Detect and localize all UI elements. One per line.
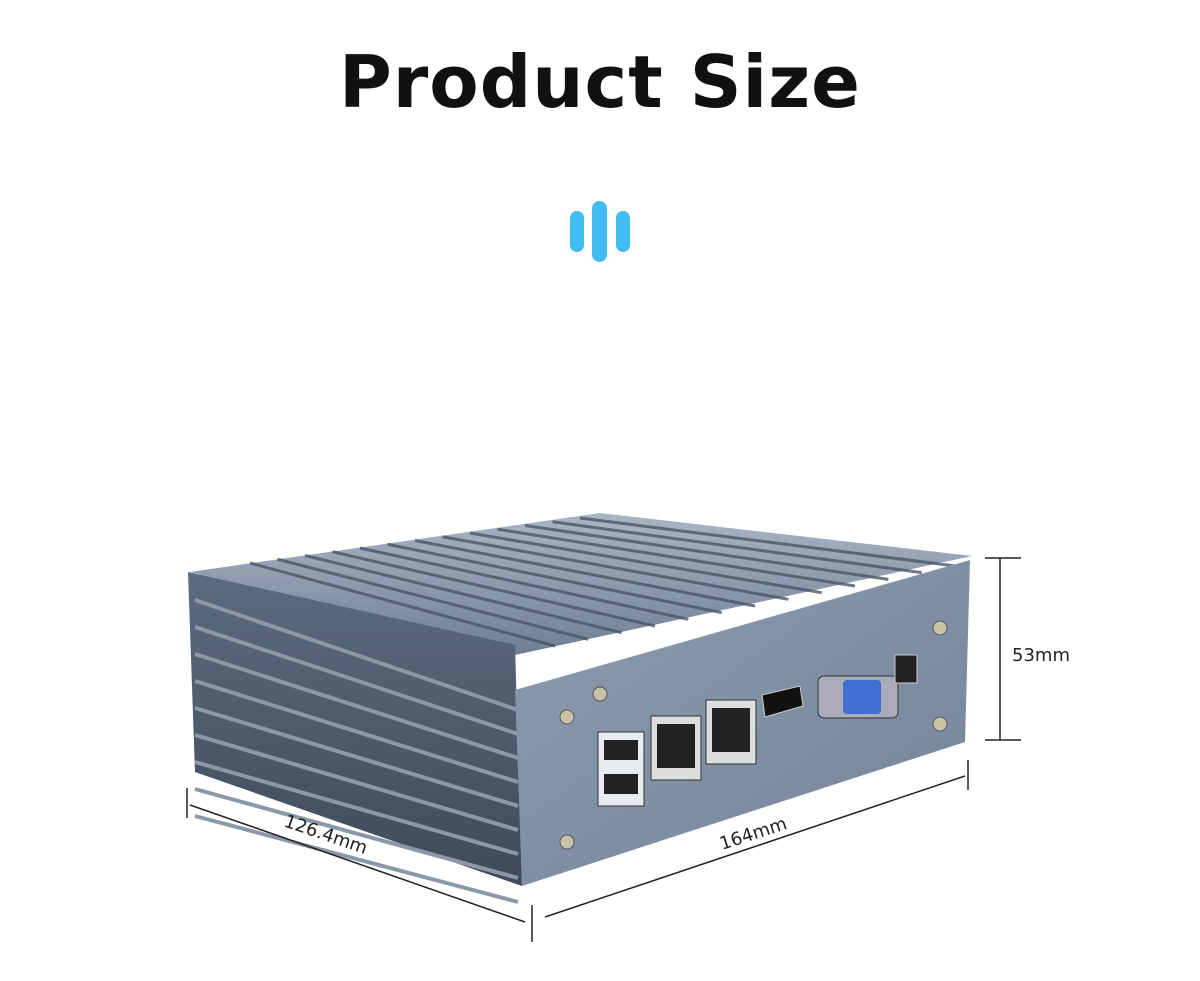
heatsink-fin (359, 546, 689, 621)
lan-port-2 (705, 699, 757, 765)
dc-power-jack (894, 654, 918, 684)
heatsink-fin (249, 561, 556, 648)
lan-port-1 (650, 715, 702, 781)
heatsink-fin (442, 535, 789, 601)
side-fin (194, 625, 519, 736)
heatsink-fin (579, 516, 956, 568)
heatsink-fin (552, 520, 922, 575)
side-fin (194, 760, 519, 856)
vga-port (817, 675, 899, 719)
mini-pc-device (188, 513, 972, 904)
side-fin (194, 814, 519, 904)
side-fin (194, 598, 519, 712)
height-dimension-label: 53mm (1012, 645, 1070, 666)
width-dimension-label: 164mm (717, 813, 790, 854)
heatsink-fin (332, 550, 656, 628)
heatsink-fin (387, 542, 722, 615)
three-bars-icon (570, 201, 630, 262)
hdmi-port (761, 685, 804, 718)
heatsink-fin (524, 524, 889, 581)
heatsink-fin (277, 557, 589, 641)
side-fin (194, 652, 519, 760)
heatsink-fin (469, 531, 822, 595)
side-fin (194, 733, 519, 832)
side-fin (194, 787, 519, 880)
page-title: Product Size (339, 40, 861, 124)
heatsink-fin (304, 554, 623, 635)
heatsink-fin (414, 539, 756, 608)
side-fin (194, 679, 519, 784)
dimension-lines (186, 557, 1021, 942)
heatsink-fin (497, 527, 856, 588)
screws (559, 620, 948, 850)
side-fin (194, 706, 519, 808)
usb-ports (597, 731, 645, 807)
